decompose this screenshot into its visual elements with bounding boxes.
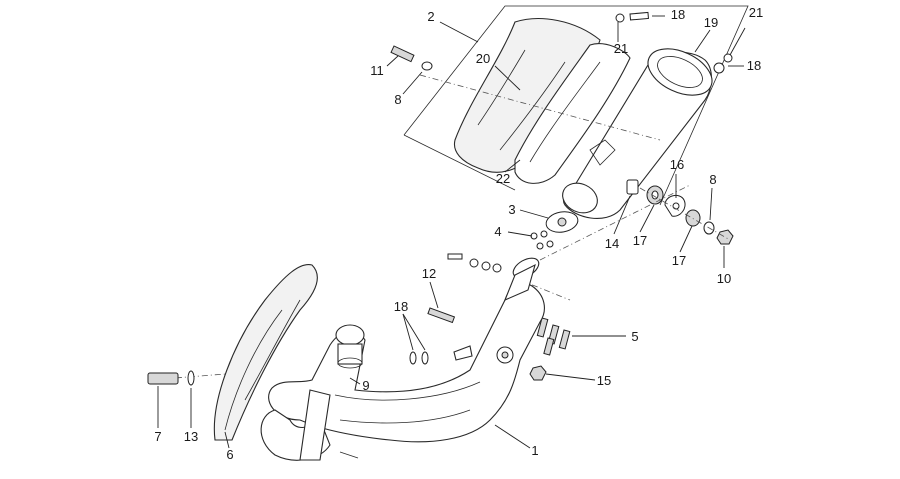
spacer-14 <box>626 179 639 195</box>
washer-13 <box>187 370 195 386</box>
bolts-5 <box>536 317 571 356</box>
callout-10: 10 <box>717 271 731 286</box>
callout-12: 12 <box>422 266 436 281</box>
callout-7: 7 <box>154 429 161 444</box>
bracket-16 <box>664 194 686 217</box>
callout-9: 9 <box>362 378 369 393</box>
stud-bolt-12 <box>427 307 456 324</box>
callout-20: 20 <box>476 51 490 66</box>
callout-4: 4 <box>494 224 501 239</box>
flange-stud-washers <box>447 253 502 273</box>
front-bend-pipe <box>260 389 359 461</box>
callout-21-mid: 21 <box>614 41 628 56</box>
silencer-body <box>562 48 713 219</box>
callout-3: 3 <box>508 202 515 217</box>
bolt-11 <box>390 45 433 71</box>
callout-2: 2 <box>427 9 434 24</box>
washers-4 <box>530 230 554 250</box>
callout-17-left: 17 <box>633 233 647 248</box>
callout-8-right: 8 <box>709 172 716 187</box>
callout-21-right: 21 <box>749 5 763 20</box>
front-heat-guard <box>213 264 318 441</box>
callout-13: 13 <box>184 429 198 444</box>
grommet-17b <box>685 209 701 227</box>
front-clamp <box>335 324 365 369</box>
nut-15 <box>529 365 547 381</box>
callout-14: 14 <box>605 236 619 251</box>
heat-shield-group-outline <box>403 5 749 206</box>
callout-17-right: 17 <box>672 253 686 268</box>
leader-lines <box>157 15 744 449</box>
washers-18-mid <box>409 351 429 365</box>
top-bolt-18 <box>615 11 649 23</box>
callout-18-right: 18 <box>747 58 761 73</box>
gasket-3 <box>545 211 579 233</box>
callout-19: 19 <box>704 15 718 30</box>
callout-22: 22 <box>496 171 510 186</box>
right-bolt-21 <box>713 27 746 74</box>
callout-16: 16 <box>670 157 684 172</box>
callout-18-top: 18 <box>671 7 685 22</box>
callout-5: 5 <box>631 329 638 344</box>
callout-1: 1 <box>531 443 538 458</box>
callout-8-left: 8 <box>394 92 401 107</box>
exhaust-pipe-body <box>268 257 545 443</box>
callout-6: 6 <box>226 447 233 462</box>
inner-heat-shield <box>514 43 631 184</box>
callout-18-mid: 18 <box>394 299 408 314</box>
callout-15: 15 <box>597 373 611 388</box>
grommet-17a <box>646 185 664 205</box>
callout-11: 11 <box>370 63 384 78</box>
nut-10 <box>716 229 734 245</box>
bolt-7 <box>147 372 179 385</box>
callout-labels: 2 18 19 21 21 20 11 8 18 22 16 8 3 4 14 … <box>154 5 763 462</box>
